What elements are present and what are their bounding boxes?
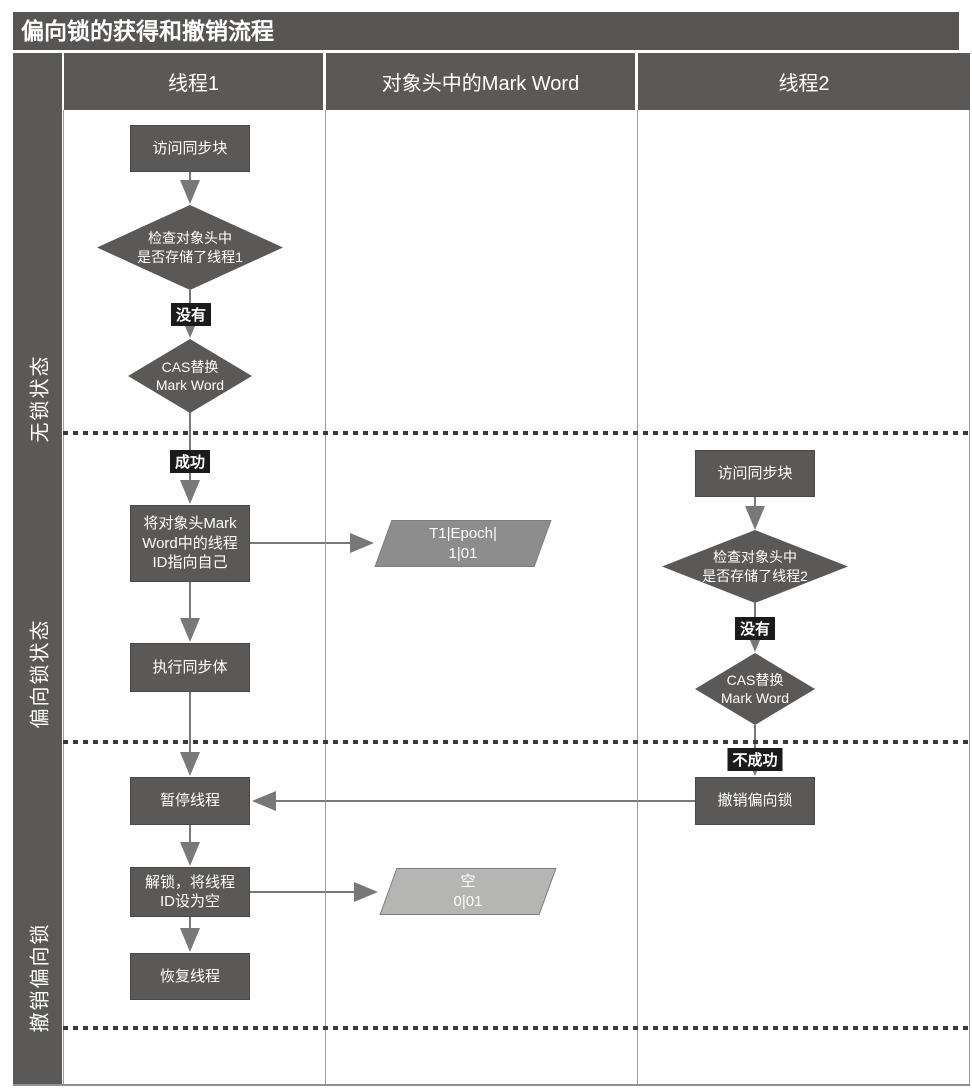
diagram-title: 偏向锁的获得和撤销流程 [13, 12, 959, 50]
edge-label-t1-success: 成功 [169, 450, 211, 473]
node-t1-unlock-clear-id: 解锁，将线程 ID设为空 [130, 867, 250, 917]
phase-divider-1 [63, 431, 970, 435]
node-t2-revoke-biased-lock: 撤销偏向锁 [695, 777, 815, 825]
node-t1-resume-thread: 恢复线程 [130, 953, 250, 1000]
lane-border-1-2 [325, 110, 326, 1085]
lane-border-right [969, 110, 970, 1085]
edge-label-t1-no: 没有 [170, 303, 212, 326]
phase-divider-3 [63, 1026, 970, 1030]
node-t2-cas-replace-markword: CAS替换 Mark Word [695, 653, 815, 725]
node-t1-pause-thread: 暂停线程 [130, 777, 250, 825]
edge-label-t2-fail: 不成功 [727, 748, 783, 771]
node-t1-check-object-header: 检查对象头中 是否存储了线程1 [97, 205, 283, 290]
phase-strip [13, 53, 62, 1085]
node-t1-set-thread-id: 将对象头Mark Word中的线程 ID指向自己 [130, 505, 250, 582]
node-t1-cas-replace-markword: CAS替换 Mark Word [128, 339, 252, 413]
lane-border-left [63, 110, 64, 1085]
lane-header-markword: 对象头中的Mark Word [326, 53, 635, 110]
node-t2-access-sync-block: 访问同步块 [695, 450, 815, 497]
edge-label-t2-no: 没有 [734, 617, 776, 640]
lane-header-thread1: 线程1 [64, 53, 323, 110]
lane-header-thread2: 线程2 [638, 53, 970, 110]
node-markword-biased-value: T1|Epoch| 1|01 [374, 520, 552, 567]
node-markword-empty-value: 空 0|01 [379, 868, 557, 915]
diagram-bottom-border [13, 1084, 970, 1086]
node-t2-check-object-header: 检查对象头中 是否存储了线程2 [662, 530, 848, 603]
node-t1-execute-sync-body: 执行同步体 [130, 643, 250, 692]
phase-divider-2 [63, 740, 970, 744]
phase-label-revoke-biased: 撤销偏向锁 [29, 922, 51, 1032]
node-t1-access-sync-block: 访问同步块 [130, 125, 250, 172]
phase-label-biased-state: 偏向锁状态 [29, 618, 51, 728]
phase-label-lock-free: 无锁状态 [29, 354, 51, 442]
lane-border-2-3 [637, 110, 638, 1085]
